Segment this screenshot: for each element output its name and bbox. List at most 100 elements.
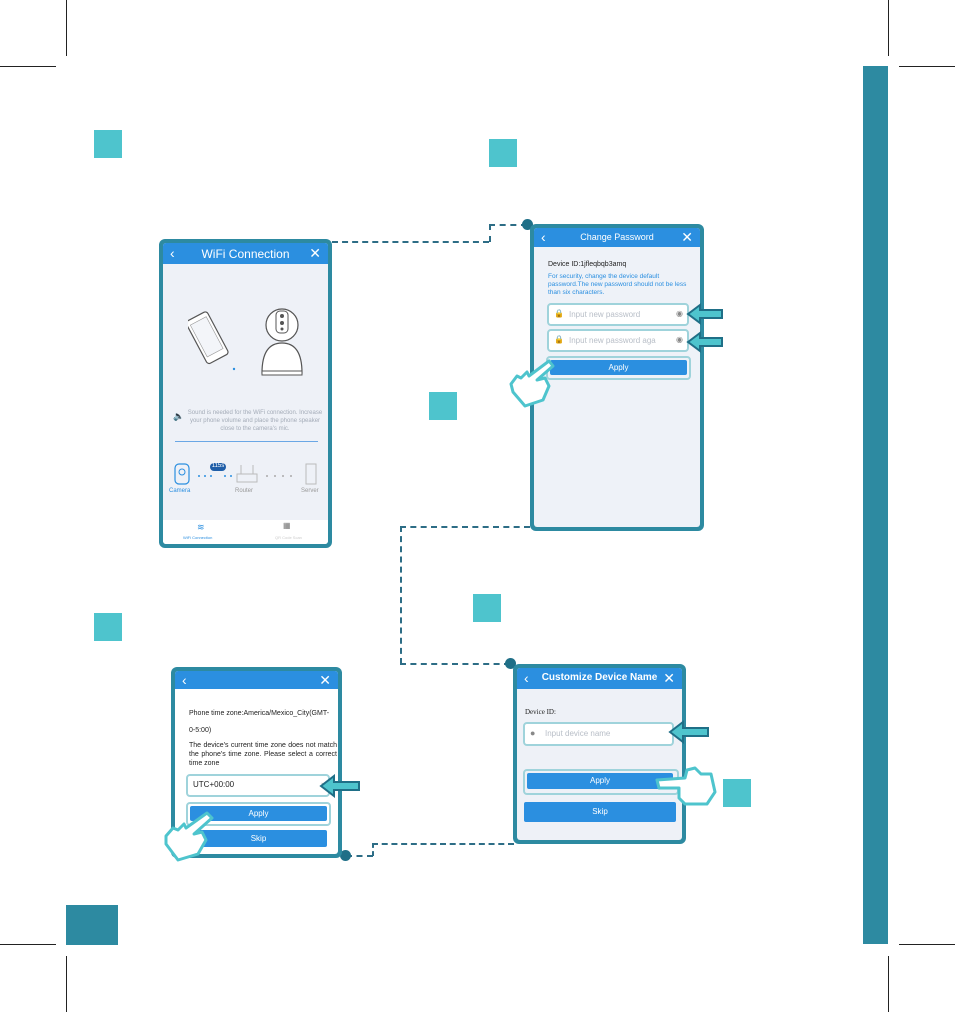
apply-button[interactable]: Apply: [190, 806, 327, 821]
security-note: For security, change the device default …: [548, 273, 687, 296]
arrow-icon: [686, 303, 723, 325]
crop-mark: [888, 956, 889, 1012]
phone-and-camera-illustration: [188, 308, 303, 376]
apply-button[interactable]: Apply: [527, 773, 673, 789]
lock-icon: 🔒: [554, 335, 564, 344]
close-icon[interactable]: ✕: [663, 670, 675, 686]
step-marker: [723, 779, 751, 807]
selected-time-zone: UTC+00:00: [193, 780, 235, 789]
connector-line: [400, 526, 402, 664]
step-marker: [473, 594, 501, 622]
camera-node-icon: [174, 463, 190, 485]
screen-title: WiFi Connection: [201, 247, 290, 261]
screen-title: Customize Device Name: [541, 672, 658, 683]
app-header: ‹ ✕: [175, 671, 338, 689]
crop-mark: [899, 944, 955, 945]
time-zone-select[interactable]: UTC+00:00 ›: [186, 774, 330, 797]
qr-code-icon: ▦: [283, 521, 291, 530]
phone-time-zone: Phone time zone:America/Mexico_City(GMT-…: [189, 710, 330, 734]
time-zone-warning: The device's current time zone does not …: [189, 742, 337, 767]
app-header: ‹ Change Password ✕: [534, 228, 700, 247]
tab-qr-code-scan[interactable]: QR Code Scan: [275, 535, 302, 540]
crop-mark: [0, 66, 56, 67]
close-icon[interactable]: ✕: [319, 672, 331, 688]
sound-instruction: Sound is needed for the WiFi connection.…: [187, 410, 323, 432]
screen: ‹ ✕ Phone time zone:America/Mexico_City(…: [175, 671, 338, 854]
back-icon[interactable]: ‹: [170, 245, 175, 261]
arrow-icon: [668, 720, 709, 744]
back-icon[interactable]: ‹: [524, 670, 529, 686]
app-header: ‹ WiFi Connection ✕: [163, 243, 328, 264]
crop-mark: [0, 944, 56, 945]
connector-line: [489, 224, 491, 242]
speaker-icon: 🔈: [173, 411, 185, 421]
step-marker: [94, 613, 122, 641]
app-header: ‹ Customize Device Name ✕: [517, 668, 682, 689]
eye-icon[interactable]: ◉: [676, 309, 683, 318]
wifi-icon: ≋: [197, 522, 205, 532]
back-icon[interactable]: ‹: [182, 672, 187, 688]
connector-line: [332, 241, 489, 243]
smartphone-icon: [188, 311, 229, 365]
screen: ‹ WiFi Connection ✕ 🔈 Sound is needed fo…: [163, 243, 328, 544]
lock-icon: 🔒: [554, 309, 564, 318]
node-label-router: Router: [235, 488, 254, 494]
change-password-screen: ‹ Change Password ✕ Device ID:1jfleqbqb3…: [530, 224, 704, 531]
arrow-icon: [319, 774, 360, 798]
apply-highlight: [186, 802, 331, 826]
camera-icon: [261, 308, 303, 376]
crop-mark: [899, 66, 955, 67]
user-icon: ●: [530, 728, 536, 738]
device-name-input[interactable]: ● Input device name: [523, 722, 674, 746]
connection-diagram: [174, 463, 317, 485]
skip-button[interactable]: Skip: [190, 830, 327, 847]
connector-line: [489, 224, 527, 226]
repeat-password-field[interactable]: 🔒 Input new password aga ◉: [547, 329, 689, 352]
close-icon[interactable]: ✕: [681, 229, 693, 245]
new-password-placeholder: Input new password: [569, 310, 641, 319]
step-marker: [94, 130, 122, 158]
connector-dot: [505, 658, 516, 669]
apply-button[interactable]: Apply: [550, 360, 687, 375]
connector-dot: [340, 850, 351, 861]
divider: [175, 441, 318, 442]
bottom-tabbar: ≋ WiFi Connection ▦ QR Code Scan: [163, 520, 328, 544]
arrow-icon: [686, 331, 723, 353]
close-icon[interactable]: ✕: [309, 245, 321, 261]
wifi-connection-screen: ‹ WiFi Connection ✕ 🔈 Sound is needed fo…: [159, 239, 332, 548]
router-node-icon: [236, 465, 258, 483]
pointing-hand-icon: [509, 359, 555, 408]
timer-badge: 115s: [211, 463, 225, 469]
crop-mark: [888, 0, 889, 56]
pointing-hand-icon: [655, 766, 717, 806]
pointing-hand-icon: [164, 811, 214, 862]
connector-line: [372, 843, 514, 845]
customize-device-name-screen: ‹ Customize Device Name ✕ Device ID: ● I…: [513, 664, 686, 844]
connector-line: [400, 663, 510, 665]
device-id: Device ID:1jfleqbqb3amq: [548, 261, 627, 268]
page-number-block: [66, 905, 118, 945]
step-marker: [429, 392, 457, 420]
connector-dot: [522, 219, 533, 230]
node-label-server: Server: [301, 488, 319, 494]
screen-title: Change Password: [580, 232, 654, 242]
screen: ‹ Customize Device Name ✕ Device ID: ● I…: [517, 668, 682, 840]
step-marker: [489, 139, 517, 167]
tab-wifi-connection[interactable]: WiFi Connection: [183, 535, 213, 540]
time-zone-screen: ‹ ✕ Phone time zone:America/Mexico_City(…: [171, 667, 342, 858]
device-name-placeholder: Input device name: [545, 729, 611, 738]
side-tab: [863, 66, 888, 944]
server-node-icon: [305, 463, 317, 485]
crop-mark: [66, 0, 67, 56]
connector-line: [400, 526, 530, 528]
crop-mark: [66, 956, 67, 1012]
new-password-field[interactable]: 🔒 Input new password ◉: [547, 303, 689, 326]
eye-icon[interactable]: ◉: [676, 335, 683, 344]
connector-line: [346, 855, 373, 857]
node-label-camera: Camera: [169, 488, 191, 494]
back-icon[interactable]: ‹: [541, 229, 546, 245]
device-id-label: Device ID:: [525, 708, 556, 716]
connector-line: [372, 843, 374, 856]
skip-button[interactable]: Skip: [524, 802, 676, 822]
screen: ‹ Change Password ✕ Device ID:1jfleqbqb3…: [534, 228, 700, 527]
